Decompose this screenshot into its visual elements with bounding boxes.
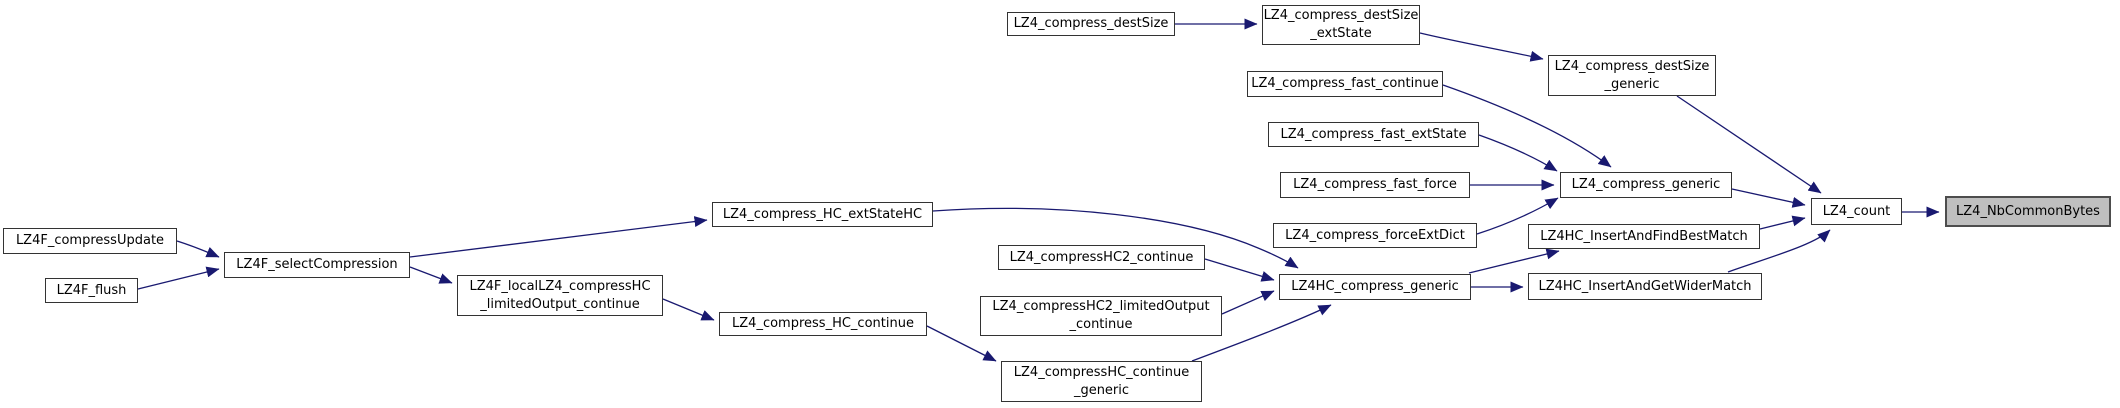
edge-lz4-compresshc2-limitedoutput-continue-to-lz4hc-compress-generic (1221, 290, 1275, 315)
node-lz4-compresshc2-limitedoutput-continue[interactable]: LZ4_compressHC2_limitedOutput _continue (980, 296, 1222, 336)
node-label: LZ4HC_InsertAndFindBestMatch (1540, 228, 1748, 244)
edge-lz4-compress-fast-extstate-to-lz4-compress-generic (1478, 134, 1558, 172)
node-label: LZ4F_localLZ4_compressHC _limitedOutput_… (469, 278, 651, 312)
node-lz4f-locallz4-compresshc-limitedoutput-continue[interactable]: LZ4F_localLZ4_compressHC _limitedOutput_… (457, 275, 663, 316)
node-lz4f-selectcompression[interactable]: LZ4F_selectCompression (224, 252, 410, 278)
node-lz4-compresshc-continue-generic[interactable]: LZ4_compressHC_continue _generic (1001, 361, 1202, 402)
node-label: LZ4_compress_fast_extState (1280, 126, 1467, 142)
node-label: LZ4HC_InsertAndGetWiderMatch (1538, 278, 1752, 294)
node-lz4-compress-forceextdict[interactable]: LZ4_compress_forceExtDict (1273, 223, 1477, 248)
node-label: LZ4F_selectCompression (236, 257, 398, 272)
node-lz4-compresshc2-continue[interactable]: LZ4_compressHC2_continue (998, 245, 1205, 270)
edge-lz4-compress-destsize-generic-to-lz4-count (1676, 95, 1822, 194)
edge-lz4f-selectcompression-to-lz4f-locallz4-compresshc-limitedoutput-continue (409, 266, 453, 284)
node-lz4-compress-destsize-generic[interactable]: LZ4_compress_destSize _generic (1548, 55, 1716, 96)
node-label: LZ4_compress_destSize (1013, 16, 1169, 31)
node-lz4-compress-fast-force[interactable]: LZ4_compress_fast_force (1280, 172, 1470, 198)
edge-lz4hc-compress-generic-to-lz4hc-insertandfindbestmatch (1468, 248, 1560, 274)
node-label: LZ4_compress_destSize _extState (1263, 8, 1419, 41)
node-label: LZ4F_flush (56, 282, 127, 298)
edge-lz4-compress-generic-to-lz4-count (1731, 188, 1806, 208)
node-label: LZ4_compressHC_continue _generic (1013, 364, 1190, 398)
node-lz4-compress-generic[interactable]: LZ4_compress_generic (1560, 172, 1732, 198)
node-label: LZ4_compress_destSize _generic (1554, 58, 1710, 92)
edge-lz4-compress-hc-continue-to-lz4-compresshc-continue-generic (926, 325, 997, 362)
node-lz4-compress-fast-extstate[interactable]: LZ4_compress_fast_extState (1268, 122, 1479, 147)
edge-lz4f-selectcompression-to-lz4-compress-hc-extstatehc (409, 216, 708, 258)
edge-lz4-compress-forceextdict-to-lz4-compress-generic (1476, 197, 1559, 235)
node-label: LZ4_compressHC2_continue (1009, 249, 1194, 265)
node-label: LZ4F_compressUpdate (15, 233, 165, 248)
node-lz4-compress-fast-continue[interactable]: LZ4_compress_fast_continue (1247, 71, 1443, 97)
node-label: LZ4_compress_HC_extStateHC (722, 206, 923, 222)
node-lz4-compress-hc-continue[interactable]: LZ4_compress_HC_continue (719, 312, 927, 336)
edge-lz4-compresshc-continue-generic-to-lz4hc-compress-generic (1191, 304, 1332, 362)
edge-lz4hc-insertandgetwidermatch-to-lz4-count (1727, 229, 1831, 273)
node-label: LZ4_count (1822, 203, 1891, 219)
edge-lz4-compress-destsize-extstate-to-lz4-compress-destsize-generic (1419, 32, 1544, 62)
node-lz4f-compressupdate[interactable]: LZ4F_compressUpdate (3, 228, 177, 254)
node-label: LZ4_compress_fast_continue (1251, 76, 1439, 91)
edge-lz4f-locallz4-compresshc-limitedoutput-continue-to-lz4-compress-hc-continue (662, 298, 715, 321)
node-lz4hc-insertandgetwidermatch[interactable]: LZ4HC_InsertAndGetWiderMatch (1528, 273, 1762, 300)
edge-lz4hc-insertandfindbestmatch-to-lz4-count (1759, 215, 1806, 230)
node-lz4-count[interactable]: LZ4_count (1811, 198, 1902, 225)
edge-lz4-compress-fast-continue-to-lz4-compress-generic (1442, 84, 1612, 168)
node-label: LZ4_compressHC2_limitedOutput _continue (992, 299, 1210, 332)
node-label: LZ4_compress_forceExtDict (1285, 227, 1465, 243)
edge-lz4-compress-hc-extstatehc-to-lz4hc-compress-generic (932, 207, 1299, 269)
node-lz4-compress-destsize[interactable]: LZ4_compress_destSize (1007, 12, 1175, 36)
node-label: LZ4_compress_generic (1571, 177, 1721, 192)
node-lz4hc-compress-generic[interactable]: LZ4HC_compress_generic (1279, 274, 1471, 300)
edge-lz4-compresshc2-continue-to-lz4hc-compress-generic (1204, 258, 1275, 282)
node-label: LZ4_compress_fast_force (1293, 177, 1457, 192)
edge-lz4f-compressupdate-to-lz4f-selectcompression (176, 240, 220, 258)
node-label: LZ4HC_compress_generic (1291, 279, 1459, 294)
node-label: LZ4_compress_HC_continue (732, 316, 914, 331)
node-lz4-compress-hc-extstatehc[interactable]: LZ4_compress_HC_extStateHC (712, 202, 933, 227)
node-lz4-nbcommonbytes: LZ4_NbCommonBytes (1945, 196, 2111, 227)
edge-lz4f-flush-to-lz4f-selectcompression (137, 266, 220, 290)
node-lz4-compress-destsize-extstate[interactable]: LZ4_compress_destSize _extState (1262, 5, 1420, 45)
node-lz4hc-insertandfindbestmatch[interactable]: LZ4HC_InsertAndFindBestMatch (1528, 224, 1760, 249)
node-label: LZ4_NbCommonBytes (1956, 203, 2100, 219)
node-lz4f-flush[interactable]: LZ4F_flush (45, 278, 138, 303)
